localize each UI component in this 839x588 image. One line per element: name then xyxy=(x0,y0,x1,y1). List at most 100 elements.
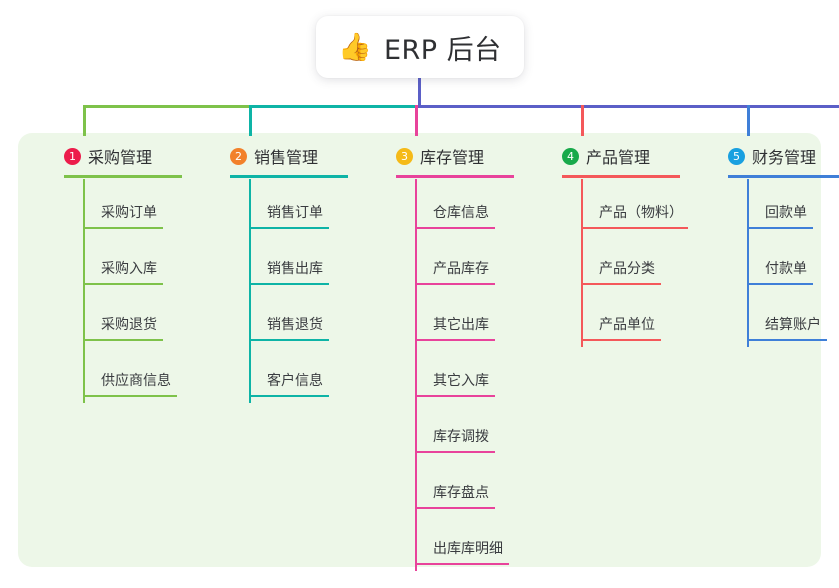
leaf-underline xyxy=(581,339,661,341)
branch-spine xyxy=(415,179,417,571)
branch-underline xyxy=(562,175,680,178)
leaf-node[interactable]: 其它出库 xyxy=(415,291,505,347)
leaf-node-label: 仓库信息 xyxy=(433,205,489,221)
leaf-node[interactable]: 采购订单 xyxy=(83,179,173,235)
leaf-node[interactable]: 出库库明细 xyxy=(415,515,519,571)
connector-drop-4 xyxy=(581,105,584,136)
connector-bus-segment-4 xyxy=(416,105,839,108)
leaf-underline xyxy=(581,283,661,285)
connector-drop-5 xyxy=(747,105,750,136)
branch-spine xyxy=(249,179,251,403)
leaf-node[interactable]: 产品库存 xyxy=(415,235,505,291)
leaf-node-label: 结算账户 xyxy=(765,317,821,333)
leaf-node[interactable]: 产品（物料） xyxy=(581,179,698,235)
diagram-panel xyxy=(18,133,821,567)
leaf-node-label: 付款单 xyxy=(765,261,807,277)
leaf-node-label: 产品单位 xyxy=(599,317,655,333)
leaf-node[interactable]: 库存盘点 xyxy=(415,459,505,515)
thumbs-up-icon: 👍 xyxy=(338,31,372,63)
leaf-underline xyxy=(83,395,177,397)
branch-title: 财务管理 xyxy=(752,148,817,167)
leaf-node[interactable]: 其它入库 xyxy=(415,347,505,403)
leaf-node[interactable]: 结算账户 xyxy=(747,291,837,347)
branch-number-badge: 4 xyxy=(562,147,579,165)
leaf-node-label: 其它出库 xyxy=(433,317,489,333)
leaf-node[interactable]: 采购退货 xyxy=(83,291,173,347)
branch-underline xyxy=(728,175,839,178)
leaf-node-label: 库存调拨 xyxy=(433,429,489,445)
leaf-node-label: 库存盘点 xyxy=(433,485,489,501)
leaf-node[interactable]: 回款单 xyxy=(747,179,823,235)
leaf-underline xyxy=(747,283,813,285)
leaf-node[interactable]: 采购入库 xyxy=(83,235,173,291)
branch-column-3: 3 库存管理仓库信息产品库存其它出库其它入库库存调拨库存盘点出库库明细 xyxy=(370,133,536,571)
leaf-underline xyxy=(747,227,813,229)
leaf-node[interactable]: 供应商信息 xyxy=(83,347,187,403)
leaf-node-label: 采购订单 xyxy=(101,205,157,221)
leaf-underline xyxy=(581,227,688,229)
leaf-node[interactable]: 库存调拨 xyxy=(415,403,505,459)
leaf-node[interactable]: 销售退货 xyxy=(249,291,339,347)
leaf-node[interactable]: 销售出库 xyxy=(249,235,339,291)
branch-spine xyxy=(83,179,85,403)
leaf-node-label: 供应商信息 xyxy=(101,373,171,389)
leaf-node[interactable]: 销售订单 xyxy=(249,179,339,235)
branch-spine xyxy=(747,179,749,347)
branch-number-badge: 5 xyxy=(728,147,745,165)
leaf-node-label: 销售订单 xyxy=(267,205,323,221)
leaf-underline xyxy=(249,395,329,397)
leaf-underline xyxy=(249,227,329,229)
branch-header-3[interactable]: 3 库存管理 xyxy=(370,133,536,179)
root-node[interactable]: 👍 ERP 后台 xyxy=(316,16,524,78)
leaf-underline xyxy=(415,339,495,341)
leaf-underline xyxy=(249,339,329,341)
connector-drop-2 xyxy=(249,105,252,136)
connector-drop-1 xyxy=(83,105,86,136)
connector-root-stem xyxy=(418,78,421,107)
leaf-underline xyxy=(249,283,329,285)
leaf-node-label: 出库库明细 xyxy=(433,541,503,557)
leaf-underline xyxy=(415,227,495,229)
root-node-title: ERP 后台 xyxy=(383,34,502,66)
leaf-node[interactable]: 产品单位 xyxy=(581,291,671,347)
leaf-node-label: 销售退货 xyxy=(267,317,323,333)
branch-title: 销售管理 xyxy=(254,148,319,167)
branch-header-4[interactable]: 4 产品管理 xyxy=(536,133,702,179)
leaf-underline xyxy=(415,395,495,397)
leaf-underline xyxy=(747,339,827,341)
leaf-node[interactable]: 产品分类 xyxy=(581,235,671,291)
leaf-node-label: 采购退货 xyxy=(101,317,157,333)
connector-bus-segment-2 xyxy=(249,105,416,108)
branch-title: 产品管理 xyxy=(586,148,651,167)
leaf-node[interactable]: 仓库信息 xyxy=(415,179,505,235)
leaf-node-label: 产品分类 xyxy=(599,261,655,277)
leaf-node-label: 其它入库 xyxy=(433,373,489,389)
connector-drop-3 xyxy=(415,105,418,136)
branch-header-5[interactable]: 5 财务管理 xyxy=(702,133,839,179)
leaf-underline xyxy=(83,339,163,341)
connector-bus-segment-1 xyxy=(83,105,250,108)
branch-column-4: 4 产品管理产品（物料） 产品分类产品单位 xyxy=(536,133,702,347)
branch-title: 库存管理 xyxy=(420,148,485,167)
branch-column-5: 5 财务管理回款单付款单结算账户 xyxy=(702,133,839,347)
leaf-node-label: 采购入库 xyxy=(101,261,157,277)
leaf-underline xyxy=(415,507,495,509)
leaf-node[interactable]: 客户信息 xyxy=(249,347,339,403)
leaf-node-label: 产品库存 xyxy=(433,261,489,277)
leaf-underline xyxy=(83,227,163,229)
branch-underline xyxy=(230,175,348,178)
leaf-node[interactable]: 付款单 xyxy=(747,235,823,291)
leaf-underline xyxy=(415,451,495,453)
leaf-underline xyxy=(83,283,163,285)
leaf-underline xyxy=(415,563,509,565)
branch-underline xyxy=(64,175,182,178)
branch-number-badge: 3 xyxy=(396,147,413,165)
leaf-node-label: 产品（物料） xyxy=(599,205,683,221)
branch-title: 采购管理 xyxy=(88,148,153,167)
leaf-node-label: 回款单 xyxy=(765,205,807,221)
